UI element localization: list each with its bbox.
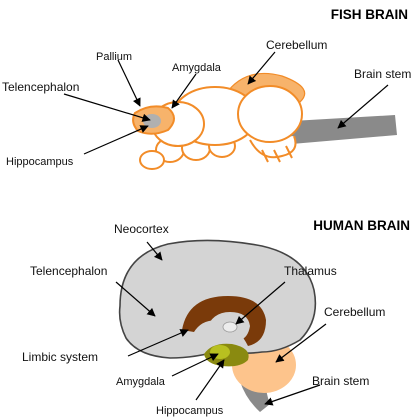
fish-brain-drawing: [132, 72, 397, 170]
human-label-amygdala: Amygdala: [116, 376, 166, 388]
fish-hippocampus-shape: [143, 114, 161, 128]
fish-brain-stem-shape: [275, 115, 397, 145]
human-thalamus-shape: [222, 321, 238, 333]
fish-hindbrain-lobe: [237, 85, 303, 143]
human-arrows: [115, 241, 327, 406]
fish-label-brain-stem: Brain stem: [354, 67, 411, 81]
human-brain-drawing: [118, 239, 317, 412]
fish-arrows: [63, 51, 389, 155]
human-label-hippocampus: Hippocampus: [156, 405, 224, 417]
fish-label-telencephalon: Telencephalon: [2, 80, 79, 94]
fish-label-cerebellum: Cerebellum: [266, 38, 327, 52]
human-label-thalamus: Thalamus: [284, 264, 337, 278]
human-label-limbic-system: Limbic system: [22, 350, 98, 364]
human-label-neocortex: Neocortex: [114, 222, 169, 236]
human-label-cerebellum: Cerebellum: [324, 305, 385, 319]
human-label-telencephalon: Telencephalon: [30, 264, 107, 278]
fish-brain-title: FISH BRAIN: [331, 7, 408, 22]
human-brain-title: HUMAN BRAIN: [313, 218, 410, 233]
human-label-brain-stem: Brain stem: [312, 374, 369, 388]
fish-label-hippocampus: Hippocampus: [6, 156, 74, 168]
fish-label-amygdala: Amygdala: [172, 62, 222, 74]
fish-label-pallium: Pallium: [96, 51, 132, 63]
